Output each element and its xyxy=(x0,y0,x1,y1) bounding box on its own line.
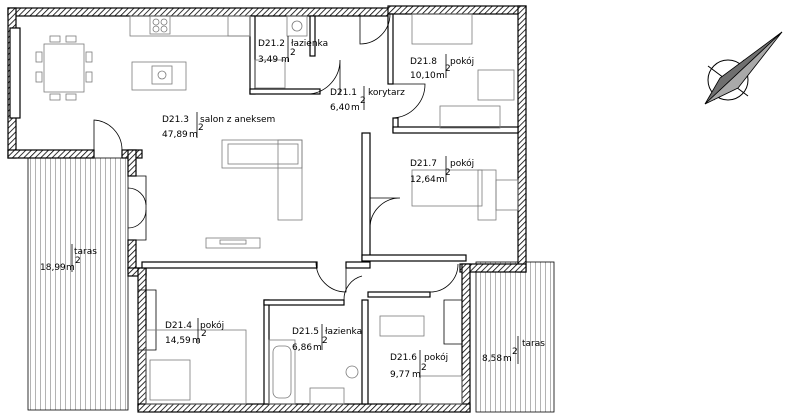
svg-text:10,10: 10,10 xyxy=(410,71,436,81)
svg-text:2: 2 xyxy=(445,64,451,74)
svg-text:D21.6: D21.6 xyxy=(390,353,417,363)
outer-walls xyxy=(7,5,527,413)
svg-text:2: 2 xyxy=(198,123,204,133)
svg-text:D21.4: D21.4 xyxy=(165,321,192,331)
room-label-d21-3: D21.3 salon z aneksem 47,89 m 2 xyxy=(162,112,275,140)
interior-walls xyxy=(141,13,519,405)
svg-text:pokój: pokój xyxy=(424,352,448,363)
svg-text:D21.5: D21.5 xyxy=(292,327,319,337)
terrace-left xyxy=(12,157,129,411)
furniture xyxy=(35,13,519,405)
svg-text:m: m xyxy=(436,71,445,81)
terrace-right xyxy=(475,261,555,413)
svg-text:2: 2 xyxy=(512,347,518,357)
svg-text:taras: taras xyxy=(522,339,545,349)
svg-text:pokój: pokój xyxy=(200,320,224,331)
svg-text:12,64: 12,64 xyxy=(410,175,436,185)
svg-text:2: 2 xyxy=(201,329,207,339)
svg-text:2: 2 xyxy=(360,96,366,106)
svg-text:m: m xyxy=(192,336,201,346)
svg-text:D21.7: D21.7 xyxy=(410,159,437,169)
terrace-label-right: taras 8,58 m 2 xyxy=(482,336,545,364)
svg-text:D21.8: D21.8 xyxy=(410,57,437,67)
svg-text:2: 2 xyxy=(421,363,427,373)
svg-text:m: m xyxy=(313,343,322,353)
north-arrow-icon xyxy=(704,31,783,105)
svg-text:18,99: 18,99 xyxy=(40,263,66,273)
room-label-d21-2: D21.2 łazienka 3,49 m 2 xyxy=(258,36,328,65)
svg-text:łazienka: łazienka xyxy=(325,327,362,337)
svg-text:taras: taras xyxy=(74,247,97,257)
svg-text:14,59: 14,59 xyxy=(165,336,191,346)
svg-text:2: 2 xyxy=(322,336,328,346)
svg-text:salon z aneksem: salon z aneksem xyxy=(200,115,275,125)
svg-text:2: 2 xyxy=(445,168,451,178)
svg-text:m: m xyxy=(412,370,421,380)
svg-text:D21.2: D21.2 xyxy=(258,39,285,49)
svg-text:m: m xyxy=(281,55,290,65)
svg-text:m: m xyxy=(351,103,360,113)
svg-text:3,49: 3,49 xyxy=(258,55,278,65)
svg-text:47,89: 47,89 xyxy=(162,130,188,140)
svg-text:korytarz: korytarz xyxy=(368,88,405,98)
svg-text:D21.1: D21.1 xyxy=(330,88,357,98)
svg-text:m: m xyxy=(503,354,512,364)
room-label-d21-4: D21.4 pokój 14,59 m 2 xyxy=(165,318,224,346)
doors xyxy=(93,13,462,351)
svg-text:m: m xyxy=(66,263,75,273)
svg-text:9,77: 9,77 xyxy=(390,370,410,380)
svg-text:łazienka: łazienka xyxy=(291,39,328,49)
svg-text:8,58: 8,58 xyxy=(482,354,502,364)
svg-text:2: 2 xyxy=(75,256,81,266)
svg-text:pokój: pokój xyxy=(450,158,474,169)
svg-text:6,86: 6,86 xyxy=(292,343,312,353)
room-label-d21-5: D21.5 łazienka 6,86 m 2 xyxy=(292,324,362,353)
svg-text:2: 2 xyxy=(290,48,296,58)
svg-text:m: m xyxy=(436,175,445,185)
terrace-label-left: taras 18,99 m 2 xyxy=(40,244,97,273)
room-label-d21-7: D21.7 pokój 12,64 m 2 xyxy=(410,156,474,185)
room-label-d21-8: D21.8 pokój 10,10 m 2 xyxy=(410,54,474,81)
svg-text:pokój: pokój xyxy=(450,56,474,67)
svg-text:m: m xyxy=(189,130,198,140)
svg-text:6,40: 6,40 xyxy=(330,103,350,113)
room-label-d21-6: D21.6 pokój 9,77 m 2 xyxy=(390,350,448,380)
svg-text:D21.3: D21.3 xyxy=(162,115,189,125)
room-label-d21-1: D21.1 korytarz 6,40 m 2 xyxy=(330,86,405,113)
